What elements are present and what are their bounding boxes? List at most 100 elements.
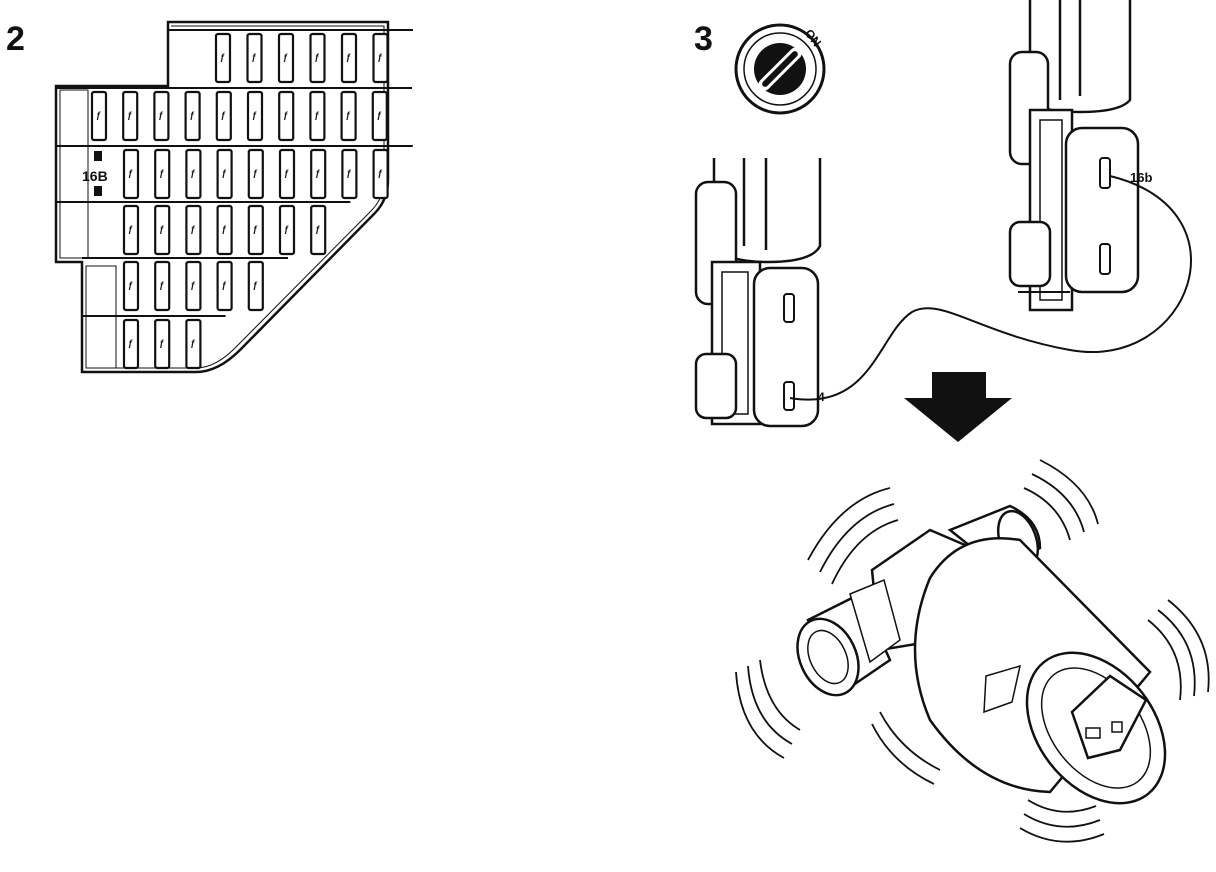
fuse-slot — [185, 260, 202, 312]
fuse-glyph: ƒ — [190, 338, 195, 348]
fuse-slot — [247, 260, 264, 312]
fuse-glyph: ƒ — [253, 168, 258, 178]
fuse-glyph: ƒ — [127, 110, 132, 120]
fuse-panel-frame — [85, 265, 117, 369]
fuse-glyph: ƒ — [253, 224, 258, 234]
fuse-glyph: ƒ — [128, 338, 133, 348]
fuse-slot — [122, 148, 140, 200]
fuse-slot — [216, 260, 233, 312]
step-number-3: 3 — [694, 20, 713, 58]
fuse-slot — [309, 32, 326, 84]
fuse-slot — [372, 32, 389, 84]
fuse-slot — [154, 260, 171, 312]
fuse-slot — [278, 204, 296, 256]
fuse-slot — [216, 204, 233, 256]
highlight-marker-bottom — [94, 186, 102, 196]
fuse-slot — [278, 90, 295, 142]
fuse-slot — [122, 204, 140, 256]
fuse-slot — [340, 90, 357, 142]
fuse-slot — [214, 32, 232, 84]
fuse-glyph: ƒ — [159, 168, 164, 178]
fuse-glyph: ƒ — [314, 110, 319, 120]
fuse-glyph: ƒ — [220, 52, 225, 62]
fuse-slot — [154, 204, 171, 256]
fuse-slot — [215, 90, 232, 142]
fuse-glyph: ƒ — [284, 168, 289, 178]
fuse-slot — [340, 32, 358, 84]
connector-16b-label: 16b — [1130, 170, 1152, 185]
fuse-slot — [246, 32, 263, 84]
lower-connector: 4 — [694, 158, 825, 428]
vibration-lines — [735, 459, 1210, 843]
fuse-panel-frame — [59, 89, 89, 259]
fuse-slot — [341, 148, 358, 200]
fuse-glyph: ƒ — [284, 224, 289, 234]
fuse-glyph: ƒ — [96, 110, 101, 120]
fuse-glyph: ƒ — [346, 52, 351, 62]
fuse-glyph: ƒ — [221, 110, 226, 120]
idle-valve-icon — [796, 504, 1167, 805]
jumper-wire — [789, 175, 1192, 401]
fuse-glyph: ƒ — [253, 280, 258, 290]
fuse-glyph: ƒ — [346, 110, 351, 120]
fuse-glyph: ƒ — [222, 224, 227, 234]
fuse-glyph: ƒ — [190, 110, 195, 120]
key-slot — [758, 47, 802, 91]
fuse-slot — [278, 148, 296, 200]
fuse-glyph: ƒ — [315, 224, 320, 234]
fuse-slot — [185, 204, 202, 256]
fuse-16b-label: 16B — [82, 168, 108, 184]
fuse-slot — [184, 90, 201, 142]
fuse-slot — [310, 148, 327, 200]
fuse-slot — [246, 90, 264, 142]
step-number-2: 2 — [6, 20, 25, 58]
fuse-slot — [185, 148, 202, 200]
ignition-switch: ON — [734, 23, 826, 115]
fuse-glyph: ƒ — [315, 52, 320, 62]
fuse-slot — [310, 204, 327, 256]
fuse-slot — [372, 148, 389, 200]
highlight-marker-top — [94, 151, 102, 161]
fuse-slot — [122, 260, 140, 312]
fuse-rows: ƒ ƒ ƒ ƒ ƒ ƒ ƒ ƒ ƒ ƒ ƒ ƒ ƒ ƒ ƒ ƒ ƒ ƒ ƒ ƒ ƒ ƒ ƒ ƒ ƒ ƒ ƒ ƒ ƒ ƒ ƒ ƒ ƒ ƒ ƒ ƒ ƒ ƒ ƒ ƒ — [56, 29, 413, 370]
fuse-slot — [247, 204, 264, 256]
fuse-slot — [371, 90, 388, 142]
fuse-glyph: ƒ — [158, 110, 163, 120]
fuse-glyph: ƒ — [378, 168, 383, 178]
fuse-glyph: ƒ — [252, 110, 257, 120]
fuse-glyph: ƒ — [252, 52, 257, 62]
fuse-glyph: ƒ — [190, 280, 195, 290]
fuse-glyph: ƒ — [190, 168, 195, 178]
fuse-glyph: ƒ — [190, 224, 195, 234]
fuse-glyph: ƒ — [283, 52, 288, 62]
fuse-slot — [277, 32, 295, 84]
fuse-slot — [247, 148, 264, 200]
fuse-slot — [154, 318, 171, 370]
fuse-slot — [154, 148, 171, 200]
fuse-slot — [90, 90, 108, 142]
fuse-glyph: ƒ — [378, 52, 383, 62]
fuse-slot — [216, 148, 233, 200]
fuse-glyph: ƒ — [159, 224, 164, 234]
fuse-glyph: ƒ — [159, 338, 164, 348]
fuse-glyph: ƒ — [222, 168, 227, 178]
fuse-glyph: ƒ — [128, 280, 133, 290]
fuse-slot — [122, 90, 139, 142]
fuse-glyph: ƒ — [159, 280, 164, 290]
down-arrow-icon — [904, 372, 1012, 442]
fuse-glyph: ƒ — [377, 110, 382, 120]
fuse-glyph: ƒ — [128, 224, 133, 234]
upper-connector: 16b — [1008, 0, 1152, 312]
fuse-glyph: ƒ — [315, 168, 320, 178]
fuse-glyph: ƒ — [128, 168, 133, 178]
fuse-glyph: ƒ — [283, 110, 288, 120]
fuse-glyph: ƒ — [346, 168, 351, 178]
fuse-glyph: ƒ — [222, 280, 227, 290]
connector-4-label: 4 — [818, 390, 825, 404]
fuse-slot — [185, 318, 202, 370]
fuse-slot — [122, 318, 140, 370]
fuse-slot — [153, 90, 170, 142]
